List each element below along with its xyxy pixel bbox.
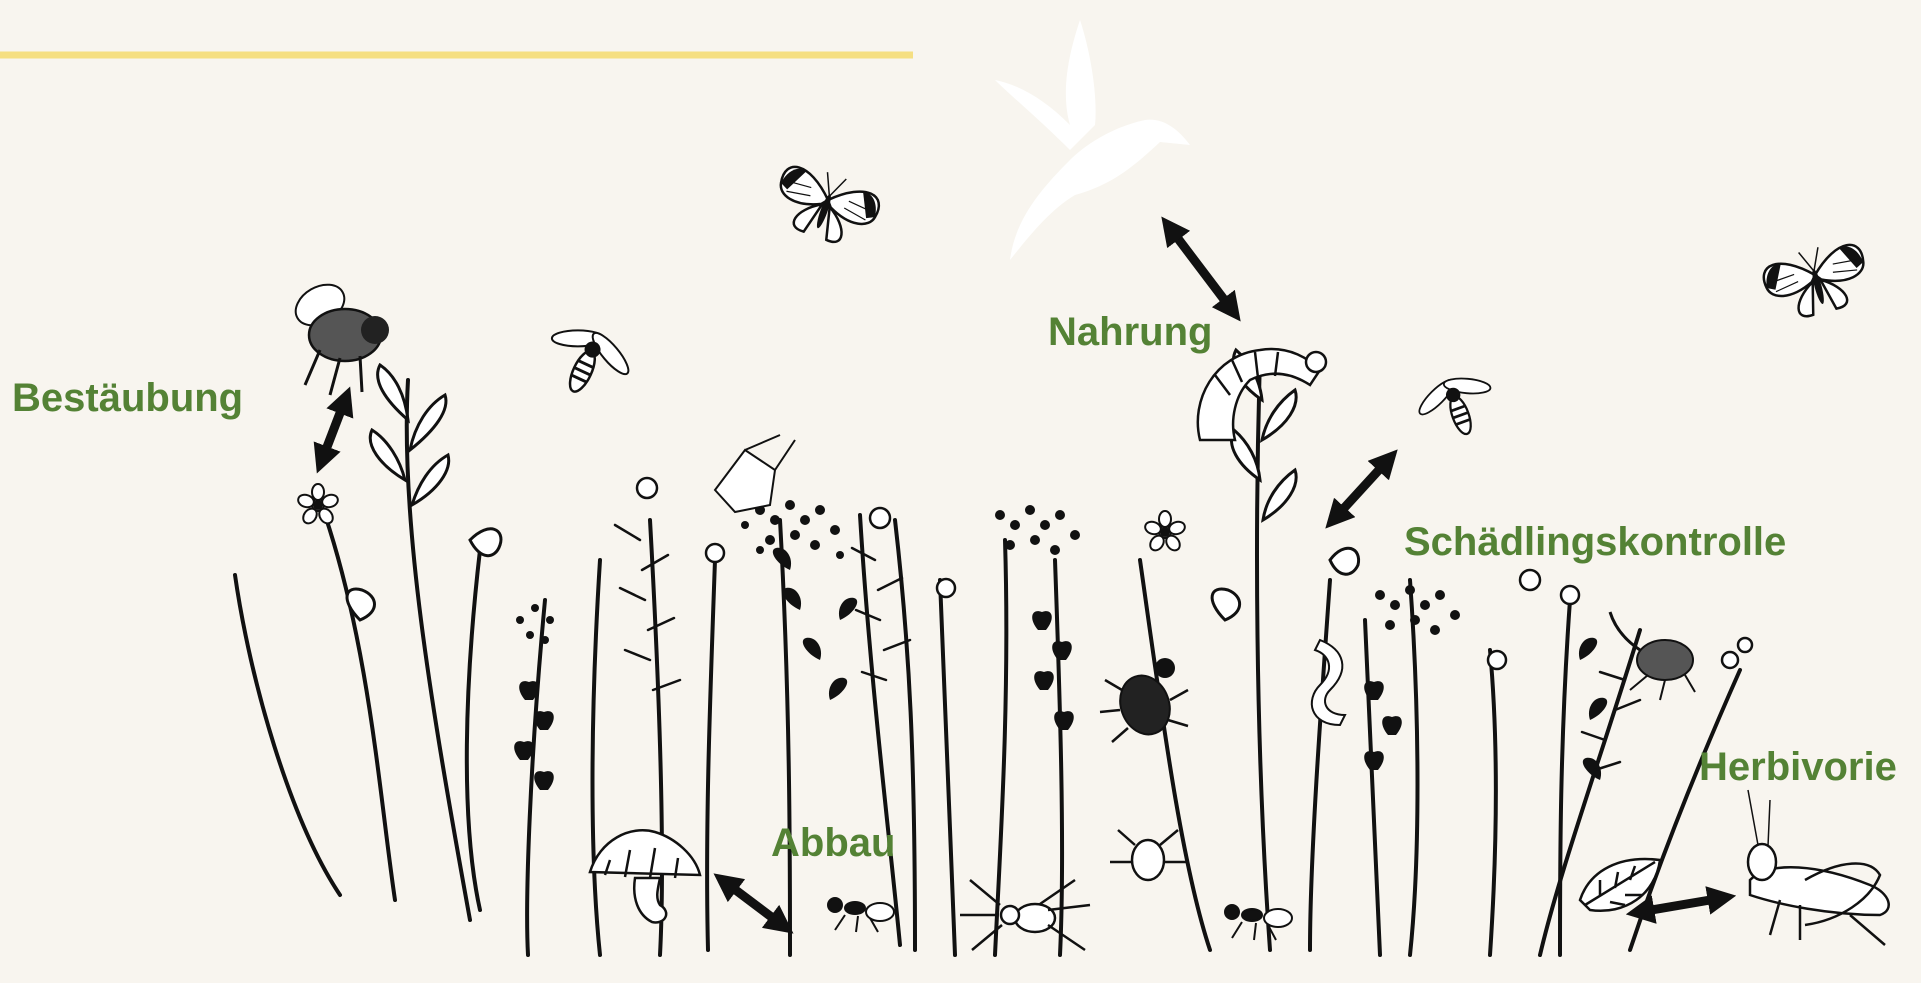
food-arrow bbox=[1170, 228, 1232, 310]
label-food: Nahrung bbox=[1048, 312, 1212, 352]
pollination-arrow bbox=[322, 400, 345, 460]
label-decomposition: Abbau bbox=[771, 823, 895, 863]
grasshopper-icon bbox=[1748, 790, 1889, 945]
mushroom-icon bbox=[590, 830, 700, 922]
pest-control-arrow bbox=[1335, 460, 1388, 518]
spider-icon bbox=[960, 830, 1186, 950]
label-pollination: Bestäubung bbox=[12, 378, 243, 418]
beetle-icon bbox=[1100, 658, 1188, 742]
interaction-arrows bbox=[322, 228, 1722, 925]
hoverfly-icon bbox=[532, 310, 642, 410]
decomposition-arrow bbox=[725, 882, 782, 925]
label-herbivory: Herbivorie bbox=[1699, 747, 1897, 787]
herbivory-arrow bbox=[1640, 898, 1722, 912]
butterfly-icon bbox=[767, 158, 1873, 325]
bumblebee-icon bbox=[288, 276, 389, 395]
label-pest-control: Schädlingskontrolle bbox=[1404, 522, 1786, 562]
wasp-icon bbox=[1408, 362, 1505, 447]
larva-icon bbox=[1312, 640, 1345, 725]
stinkbug-icon bbox=[715, 435, 795, 512]
bird-icon bbox=[995, 20, 1190, 260]
meadow-plants bbox=[235, 350, 1752, 955]
